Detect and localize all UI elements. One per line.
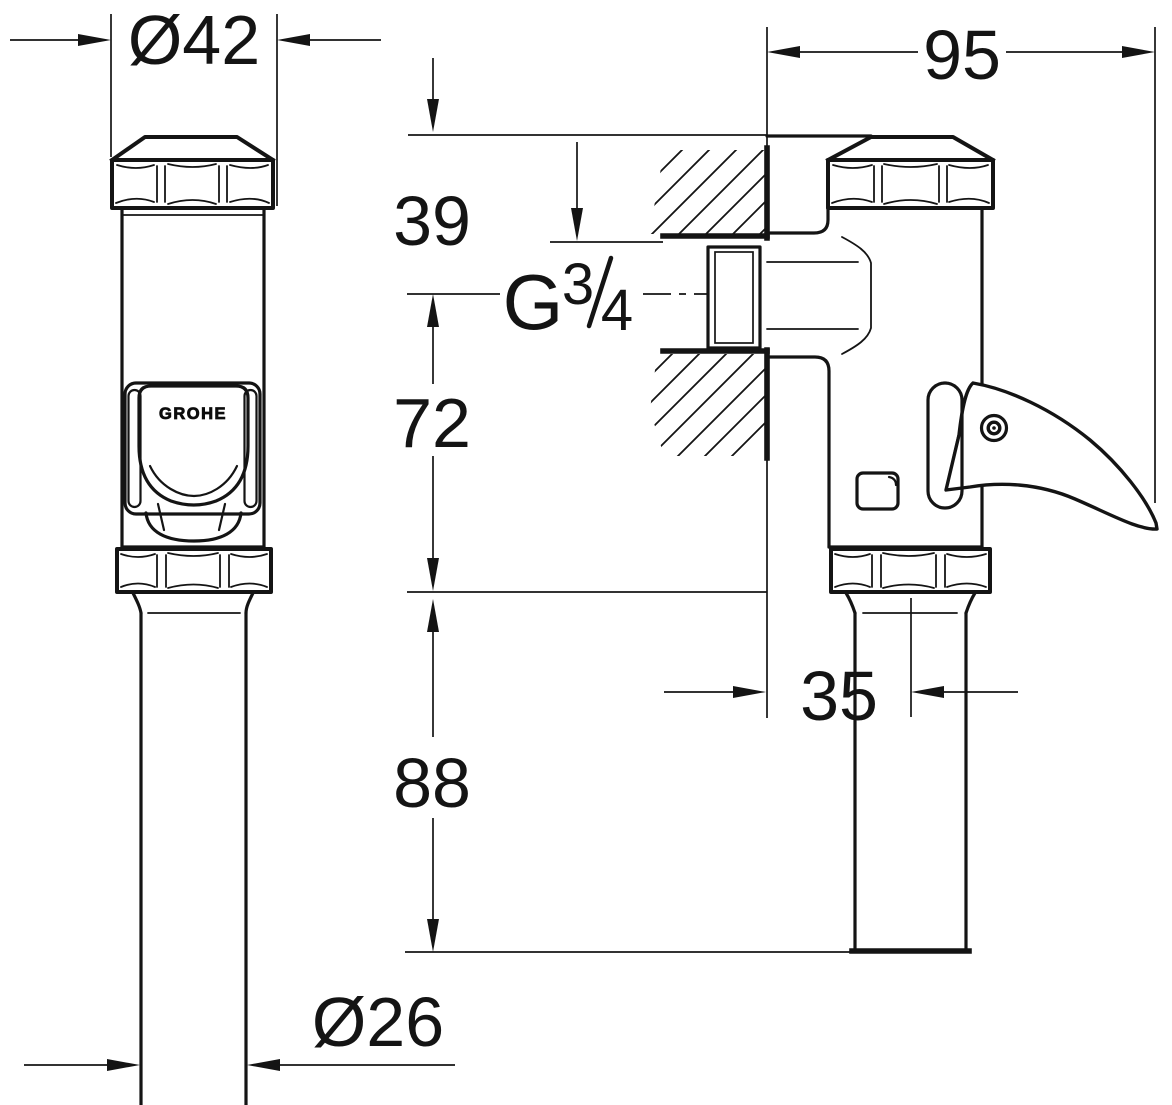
- front-top-nut-facets: [115, 163, 270, 205]
- grohe-logo: GROHE: [159, 405, 227, 423]
- dim-88-label: 88: [393, 744, 471, 822]
- front-flush-button: GROHE: [123, 381, 262, 543]
- lever-beak: [944, 381, 1159, 531]
- side-valve-body: [765, 206, 984, 549]
- button-housing-curve: [144, 511, 243, 543]
- dim-39-label: 39: [393, 182, 471, 260]
- front-bottom-union-nut: [115, 547, 273, 594]
- service-port: [855, 471, 900, 511]
- dim-26-label: Ø26: [312, 983, 444, 1061]
- side-top-union-nut: [765, 134, 996, 210]
- button-face: [137, 384, 250, 507]
- thread-size-label: G 3 4: [407, 252, 708, 346]
- side-top-nut-facets: [831, 163, 990, 205]
- thread-nipple: [706, 245, 762, 350]
- side-view: [649, 134, 1159, 954]
- flush-lever: [926, 381, 1159, 531]
- dim-diameter-26: Ø26: [24, 983, 455, 1071]
- dim-depth-95: 95: [766, 16, 1156, 718]
- side-outlet-pipe: [844, 591, 977, 954]
- thread-label-numerator: 3: [562, 252, 594, 317]
- dim-wall-to-center-35: 35: [664, 657, 1018, 735]
- thread-label-denominator: 4: [601, 278, 633, 343]
- dim-42-label: Ø42: [128, 1, 260, 79]
- dim-base-to-outlet-88: 88: [393, 599, 853, 953]
- front-valve-body: [120, 206, 266, 551]
- dimensions: Ø42 95 39 G 3: [10, 1, 1156, 1071]
- lever-pivot-screw: [979, 413, 1009, 443]
- front-top-union-nut: [109, 135, 276, 210]
- upper-wall-hatch: [649, 150, 767, 234]
- dim-offset-39: 39: [393, 58, 767, 260]
- dim-center-to-base-72: 72: [393, 294, 471, 591]
- lever-edge-in-slot: [944, 431, 961, 491]
- button-side-clip-right: [243, 388, 258, 509]
- side-bottom-union-nut: [829, 547, 992, 594]
- side-bottom-nut-facets: [834, 552, 987, 589]
- dim-35-label: 35: [800, 657, 878, 735]
- thread-label-slash: [586, 255, 614, 329]
- lower-wall-hatch: [650, 354, 767, 456]
- lever-bracket: [926, 381, 964, 510]
- inlet-union-boss: [766, 236, 872, 355]
- front-outlet-pipe: [131, 591, 255, 1105]
- front-bottom-nut-facets: [120, 552, 268, 589]
- button-chin-line: [148, 464, 239, 498]
- thread-label-g: G: [503, 258, 564, 346]
- dim-diameter-42: Ø42: [10, 1, 381, 206]
- wall-section: [649, 145, 770, 461]
- dim-72-label: 72: [393, 384, 471, 462]
- dim-95-label: 95: [923, 16, 1001, 94]
- front-view: GROHE: [109, 135, 276, 1105]
